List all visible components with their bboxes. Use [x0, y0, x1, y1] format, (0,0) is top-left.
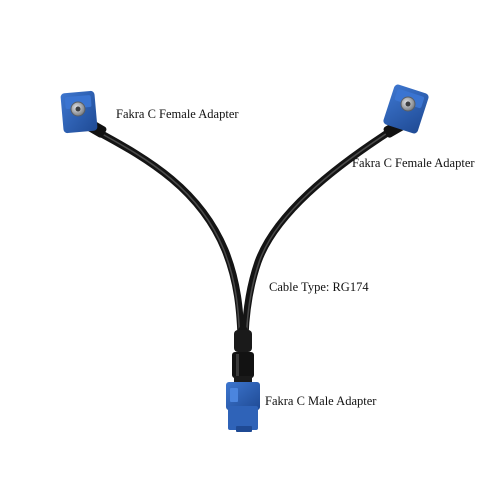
right-female-adapter-label: Fakra C Female Adapter: [352, 156, 475, 170]
splitter-boot: [232, 330, 254, 378]
left-cable-highlight: [95, 130, 241, 336]
cable-type-label: Cable Type: RG174: [269, 280, 369, 294]
left-female-connector: [60, 90, 107, 138]
male-connector: [226, 376, 260, 432]
left-female-adapter-label: Fakra C Female Adapter: [116, 107, 239, 121]
left-cable: [94, 128, 245, 340]
right-cable-highlight: [245, 128, 395, 336]
right-female-connector: [383, 84, 429, 138]
male-adapter-label: Fakra C Male Adapter: [265, 394, 377, 408]
